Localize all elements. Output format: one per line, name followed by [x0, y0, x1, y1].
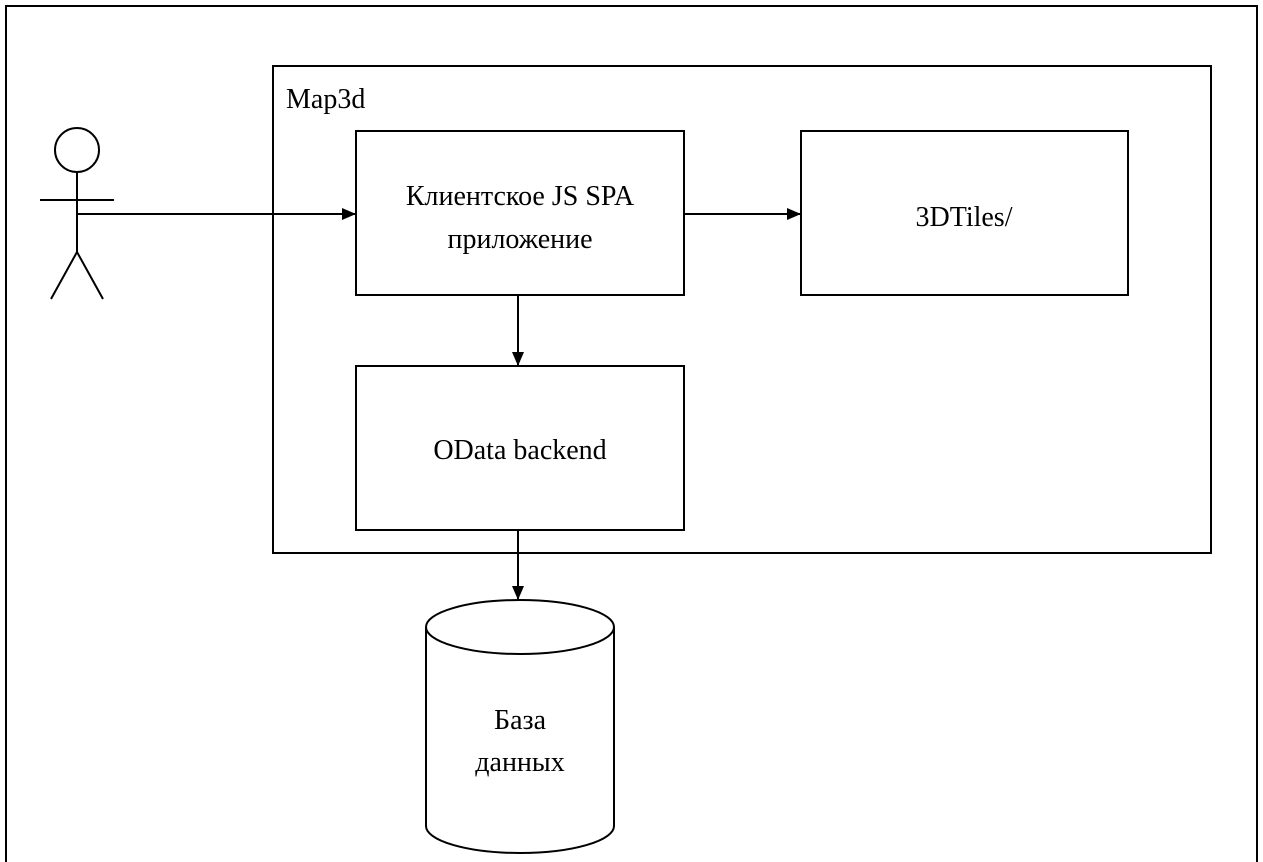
- map3d-container: Map3d: [272, 65, 1212, 554]
- database-node: База данных: [425, 599, 615, 854]
- tiles-node: 3DTiles/: [800, 130, 1129, 296]
- client-app-label-line1: Клиентское JS SPA: [406, 181, 635, 212]
- container-label: Map3d: [286, 84, 365, 115]
- odata-label: OData backend: [433, 435, 606, 466]
- actor-icon: [40, 127, 114, 300]
- outer-frame: [5, 5, 1258, 862]
- odata-node: OData backend: [355, 365, 685, 531]
- database-label-line2: данных: [475, 747, 564, 778]
- client-app-label-line2: приложение: [447, 224, 592, 255]
- database-label-line1: База: [494, 705, 547, 736]
- client-app-node: Клиентское JS SPA приложение: [355, 130, 685, 296]
- tiles-label: 3DTiles/: [915, 202, 1012, 233]
